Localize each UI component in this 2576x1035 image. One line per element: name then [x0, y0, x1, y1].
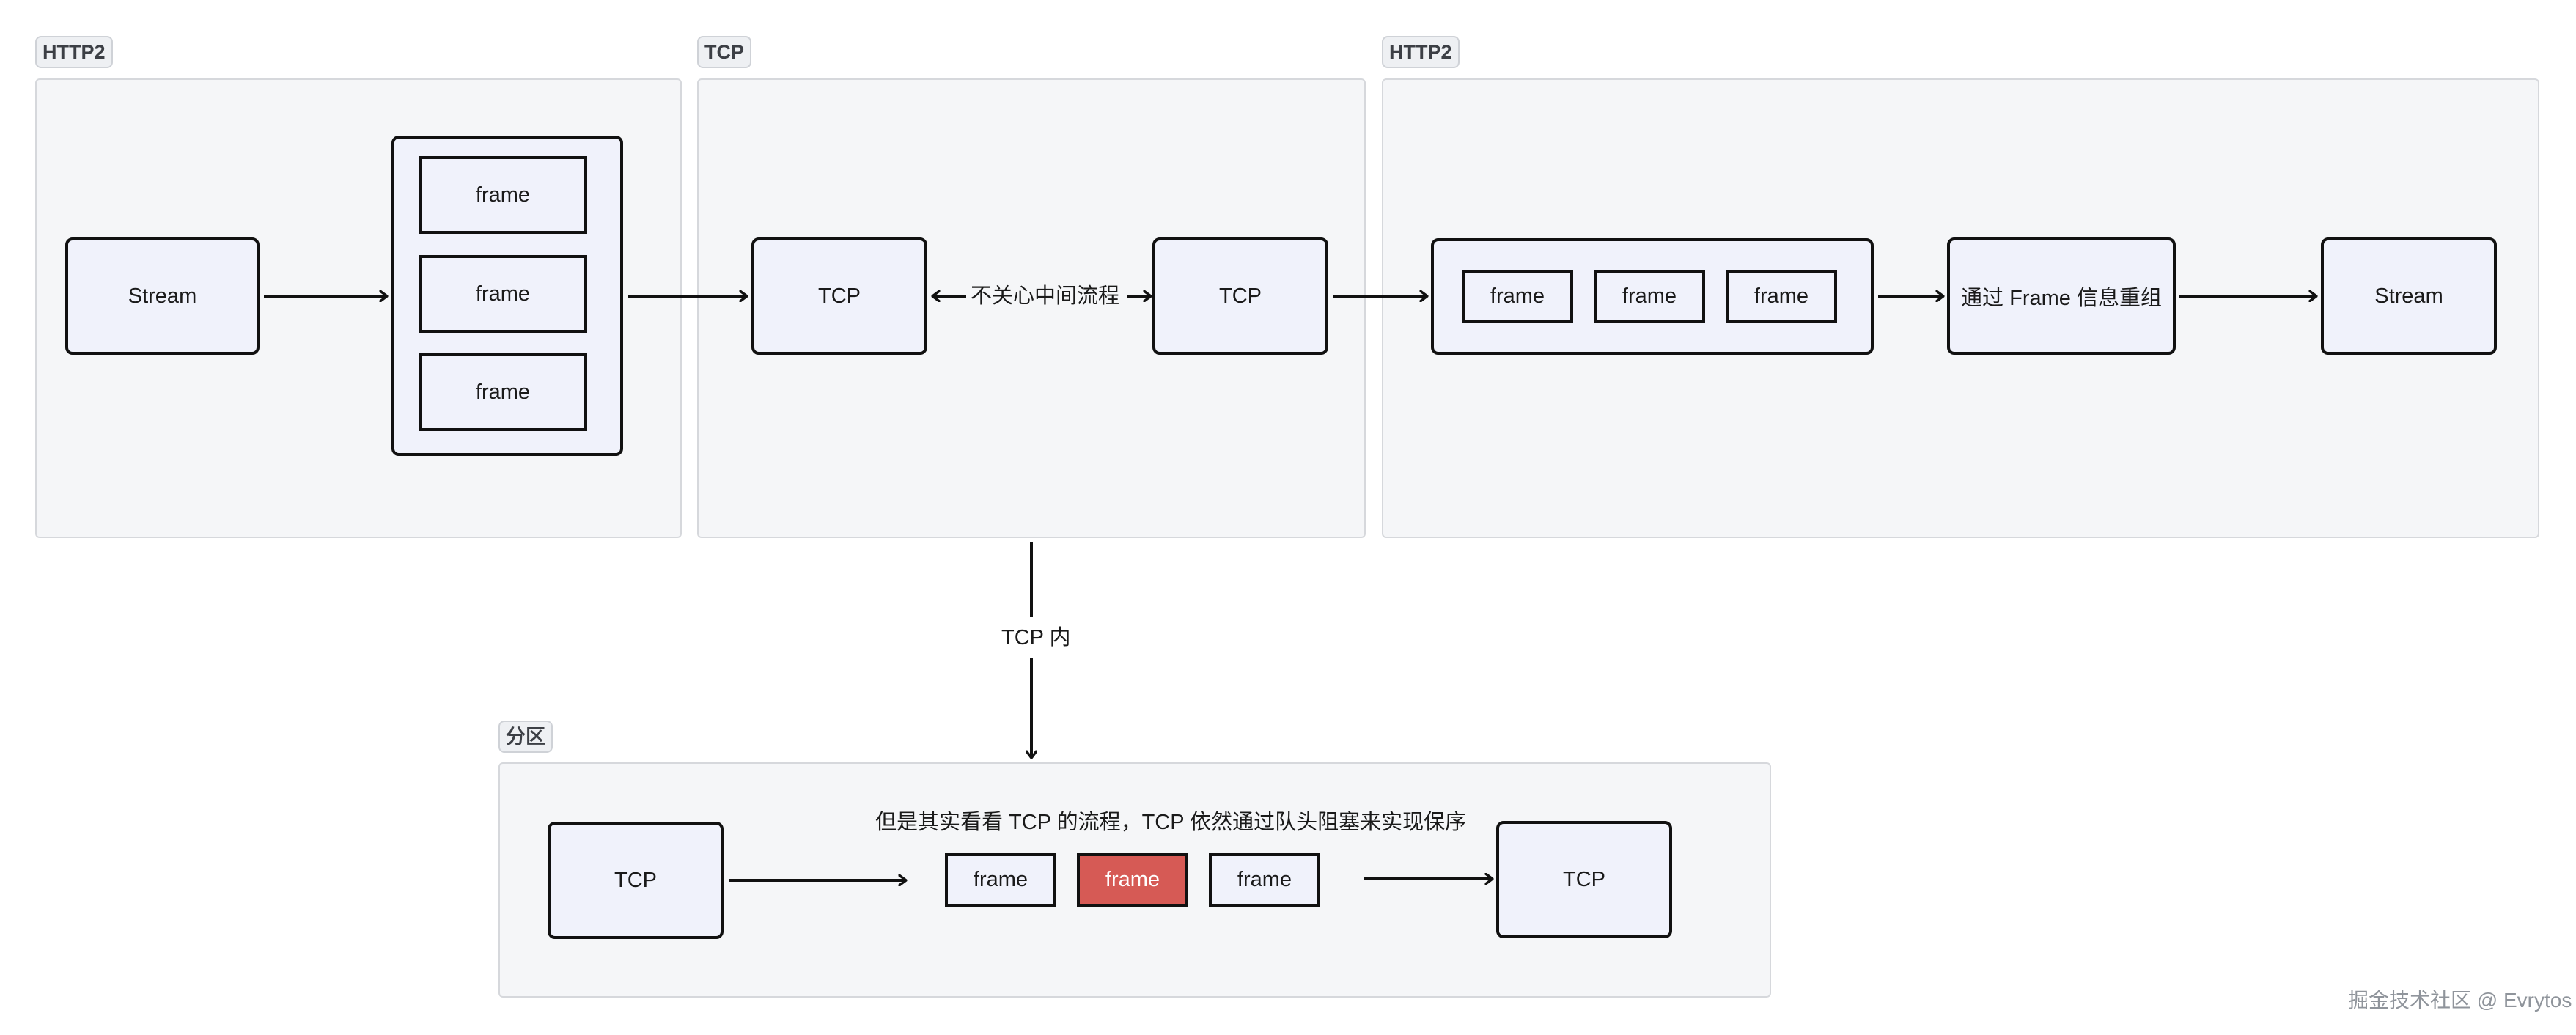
frame-left-1: frame [419, 156, 587, 234]
edge-label-tcp-inner: TCP 内 [997, 623, 1075, 652]
caption-head-of-line-blocking: 但是其实看看 TCP 的流程，TCP 依然通过队头阻塞来实现保序 [875, 811, 1467, 834]
group-label-http2-left: HTTP2 [35, 36, 113, 68]
frame-right-2: frame [1594, 270, 1705, 323]
frame-bottom-3: frame [1209, 853, 1320, 907]
group-label-tcp: TCP [697, 36, 751, 68]
frame-right-3: frame [1726, 270, 1837, 323]
tcp-node-bottom-in: TCP [548, 822, 724, 939]
edge-label-no-care: 不关心中间流程 [966, 281, 1125, 311]
frame-bottom-1: frame [945, 853, 1056, 907]
watermark: 掘金技术社区 @ Evrytos [2348, 989, 2572, 1012]
group-label-http2-right: HTTP2 [1382, 36, 1460, 68]
group-label-partition: 分区 [498, 721, 553, 753]
stream-node-right: Stream [2321, 237, 2497, 355]
stream-node-left: Stream [65, 237, 260, 355]
tcp-node-bottom-out: TCP [1496, 821, 1672, 938]
reassemble-node: 通过 Frame 信息重组 [1947, 237, 2176, 355]
frame-left-3: frame [419, 353, 587, 431]
tcp-node-b: TCP [1152, 237, 1328, 355]
frame-left-2: frame [419, 255, 587, 333]
tcp-node-a: TCP [751, 237, 927, 355]
frame-bottom-blocked: frame [1077, 853, 1188, 907]
frame-right-1: frame [1462, 270, 1573, 323]
